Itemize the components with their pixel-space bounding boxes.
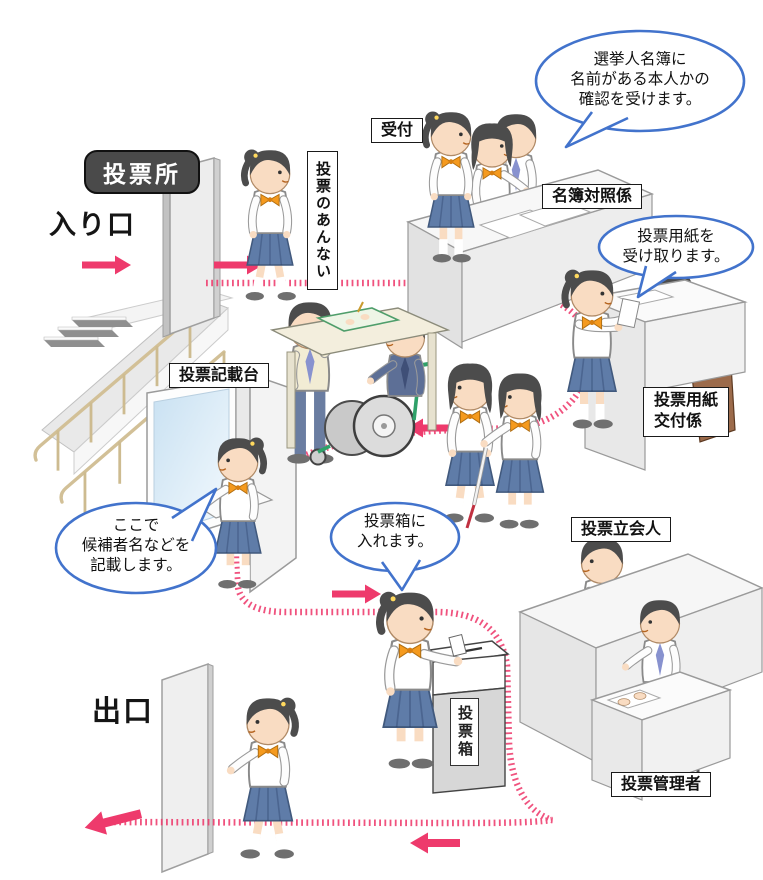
ballot-clerk-label-line2: 交付係 xyxy=(654,412,703,430)
exit-label: 出口 xyxy=(92,696,155,728)
structures xyxy=(33,157,234,874)
voter-girl-box xyxy=(376,591,463,769)
ballot-box-label: 投票箱 xyxy=(450,698,479,766)
voter-girl-exit xyxy=(226,697,299,859)
booth-label: 投票記載台 xyxy=(169,363,270,389)
polling-manager xyxy=(621,600,681,683)
roster-clerk-label: 名簿対照係 xyxy=(542,184,643,210)
bubble-insert-box: 投票箱に 入れます。 xyxy=(333,512,457,552)
bubble-roster-line3: 確認を受けます。 xyxy=(578,91,702,109)
voter-girl-entrance xyxy=(241,149,296,301)
manager-label: 投票管理者 xyxy=(611,772,712,798)
bubble-receive-ballot: 投票用紙を 受け取ります。 xyxy=(606,227,746,267)
cane-girl xyxy=(480,373,545,529)
witnesses-label: 投票立会人 xyxy=(571,517,672,543)
bubble-roster-check: 選挙人名簿に 名前がある本人かの 確認を受けます。 xyxy=(540,50,740,110)
guide-sign: 投票のあんない xyxy=(307,151,338,290)
bubble-insert-line1: 投票箱に xyxy=(363,513,426,530)
ballot-clerk-label: 投票用紙 交付係 xyxy=(643,387,730,437)
bubble-insert-line2: 入れます。 xyxy=(357,533,433,551)
bubble-write-line2: 候補者名などを xyxy=(81,537,191,555)
bubble-receive-line2: 受け取ります。 xyxy=(622,248,730,266)
ballot-clerk-label-line1: 投票用紙 xyxy=(654,392,719,409)
bubble-roster-line2: 名前がある本人かの xyxy=(570,71,710,89)
guide-girl xyxy=(444,363,495,523)
speech-bubble-shapes xyxy=(54,29,755,595)
voter-girl-reception-1 xyxy=(422,111,475,263)
bubble-write-line3: 記載します。 xyxy=(90,557,182,575)
reception-label: 受付 xyxy=(371,118,424,144)
entrance-label: 入り口 xyxy=(49,210,136,240)
bubble-roster-line1: 選挙人名簿に xyxy=(593,51,687,68)
bubble-write-candidates: ここで 候補者名などを 記載します。 xyxy=(56,516,216,576)
station-label: 投票所 xyxy=(84,150,200,194)
bubble-write-line1: ここで xyxy=(112,517,160,534)
voter-girl-ballot xyxy=(561,269,630,429)
voter-girl-booth xyxy=(199,437,267,589)
bubble-receive-line1: 投票用紙を xyxy=(637,228,715,245)
